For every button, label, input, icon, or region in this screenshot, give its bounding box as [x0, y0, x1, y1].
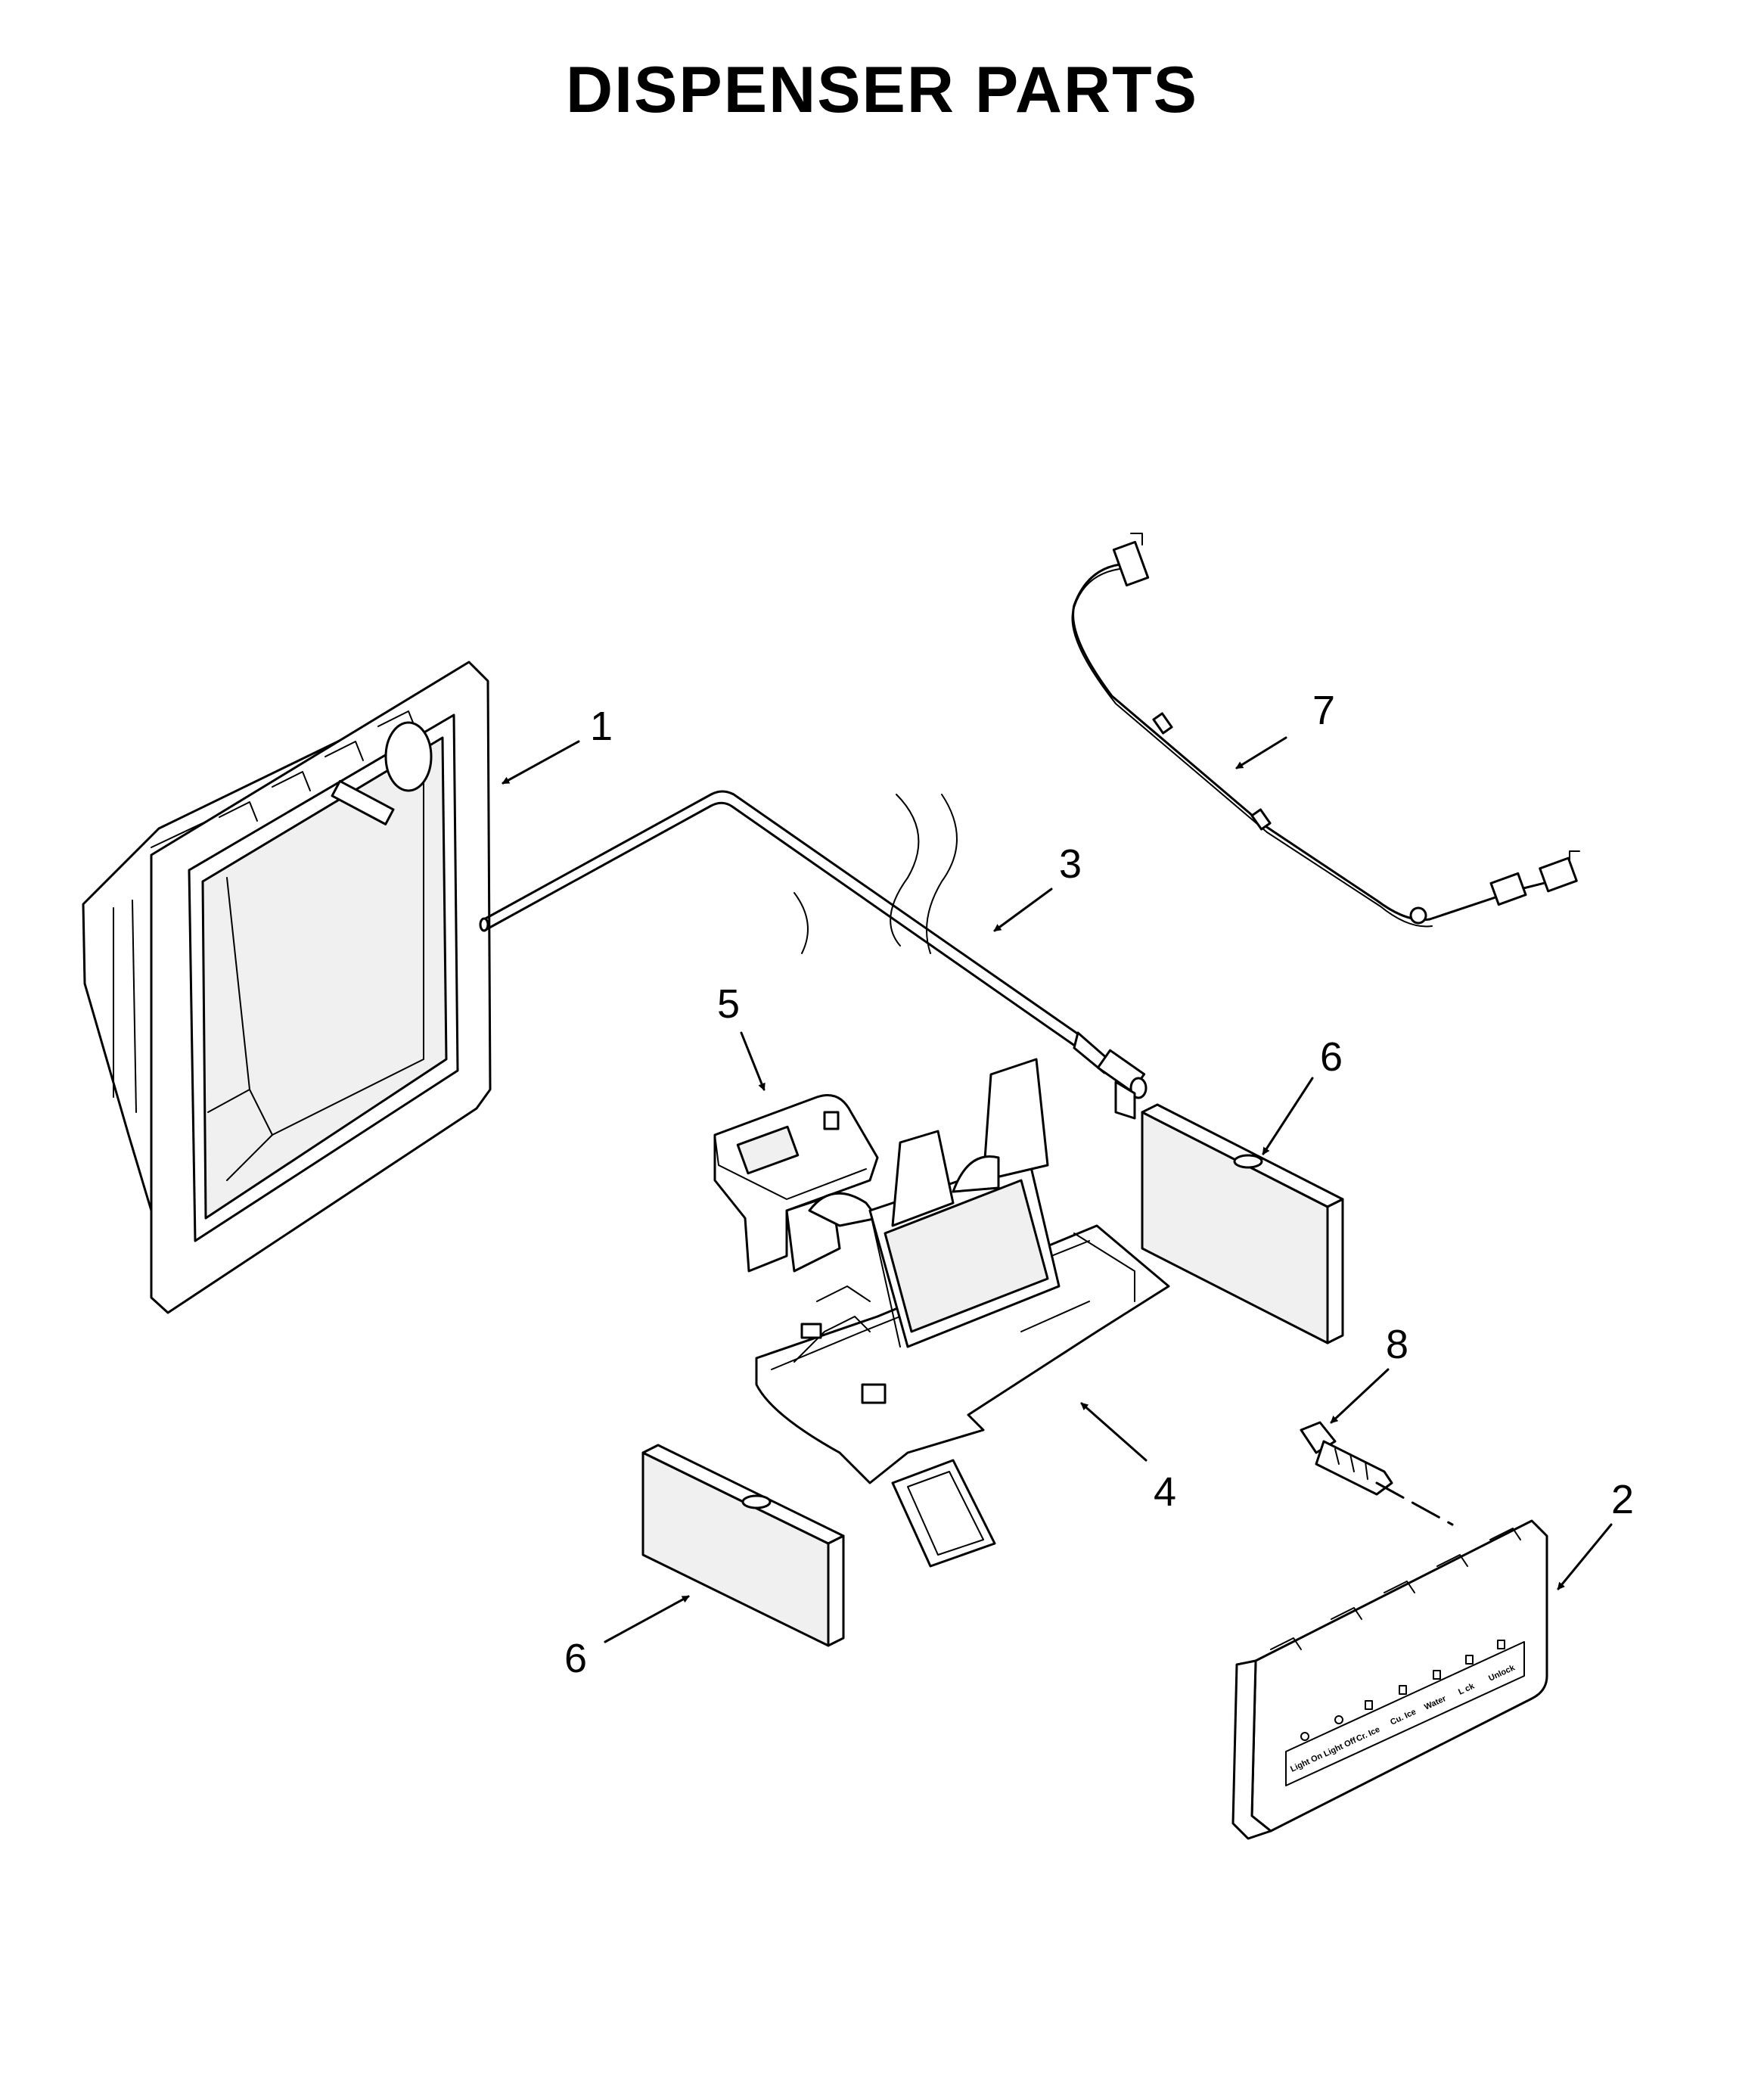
page-title: DISPENSER PARTS: [566, 54, 1198, 126]
arrow-6-lower: [604, 1595, 690, 1643]
callout-labels: 1 2 3 4 5 6 6 7 8: [564, 688, 1634, 1681]
callout-6-upper: 6: [1320, 1034, 1343, 1080]
callout-7: 7: [1312, 688, 1335, 733]
arrow-8: [1330, 1368, 1390, 1424]
arrow-7: [1235, 736, 1287, 769]
callout-1: 1: [590, 704, 613, 749]
callout-2: 2: [1611, 1477, 1634, 1522]
callout-arrows: [502, 736, 1613, 1643]
part-7-wire-harness: [1071, 533, 1580, 928]
arrow-3: [993, 888, 1053, 932]
part-8-screw: [1300, 1421, 1454, 1526]
part-3-water-tube: [479, 790, 1148, 1120]
callout-6-lower: 6: [564, 1636, 587, 1681]
arrow-4: [1080, 1402, 1148, 1462]
part-5-actuator: [713, 1094, 879, 1273]
callout-3: 3: [1059, 841, 1082, 887]
callout-8: 8: [1386, 1322, 1408, 1367]
arrow-5: [740, 1031, 766, 1091]
panel-icons: [1300, 1640, 1505, 1741]
part-4-control-housing: [755, 1058, 1170, 1568]
callout-5: 5: [717, 981, 740, 1027]
part-6-pad-upper: [1141, 1103, 1344, 1344]
arrow-6-upper: [1262, 1077, 1314, 1155]
part-6-pad-lower: [641, 1444, 845, 1647]
part-1-dispenser-housing: [82, 661, 492, 1314]
arrow-1: [502, 740, 580, 785]
part-2-control-panel: Light On Light Off Cr. Ice Cu. Ice Water…: [1231, 1519, 1548, 1840]
callout-4: 4: [1154, 1469, 1176, 1515]
arrow-2: [1557, 1523, 1613, 1590]
